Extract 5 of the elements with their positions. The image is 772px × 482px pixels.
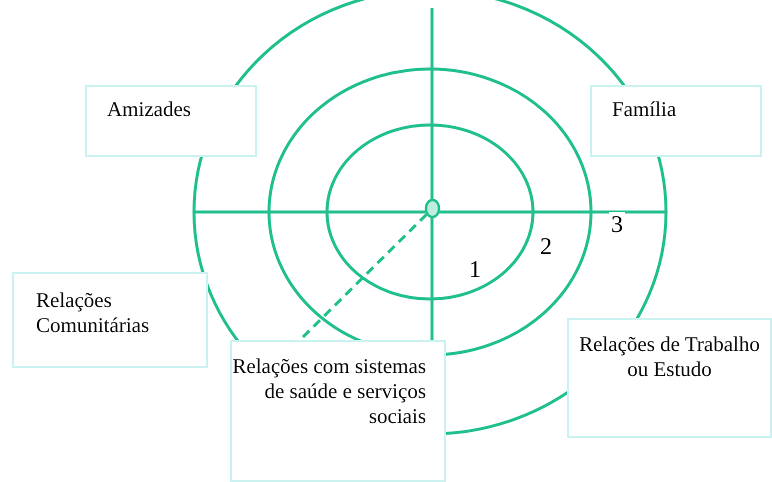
- label-box: Família: [590, 85, 762, 157]
- label-box: Relações de Trabalho ou Estudo: [567, 318, 772, 438]
- label-box: Relações Comunitárias: [12, 272, 208, 368]
- label-box: Relações com sistemas de saúde e serviços sociais: [230, 340, 446, 482]
- label-box: Amizades: [85, 85, 257, 157]
